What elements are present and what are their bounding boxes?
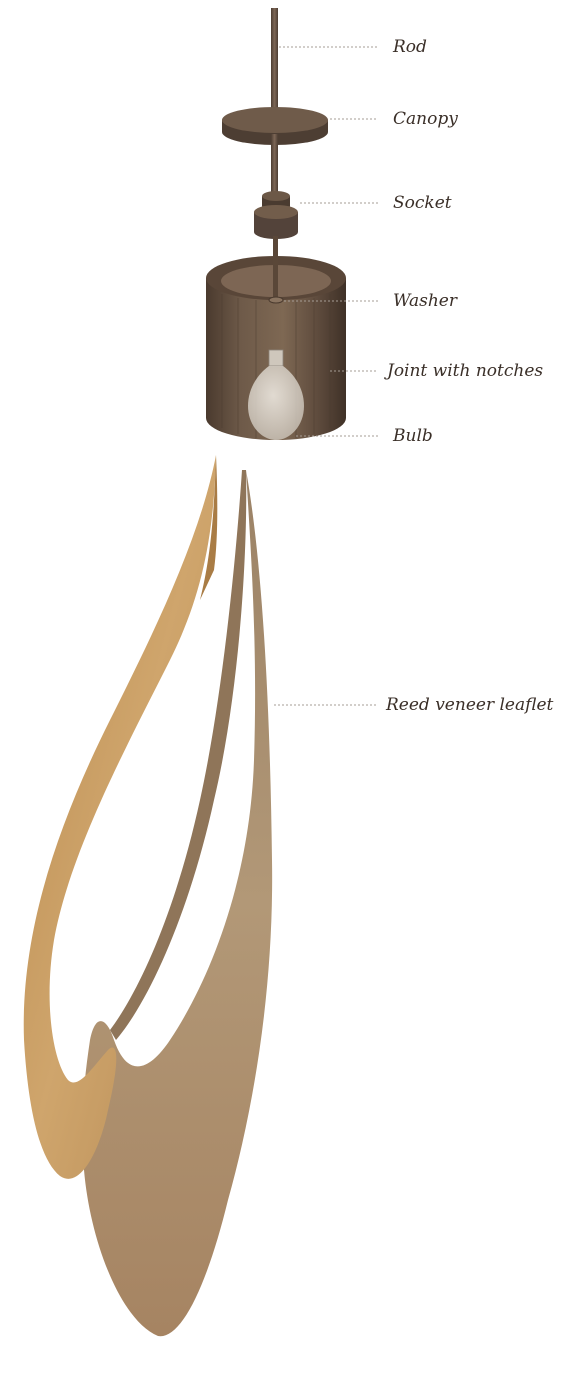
label-bulb: Bulb xyxy=(393,426,433,446)
label-joint-with-notches: Joint with notches xyxy=(387,361,543,381)
label-reed-veneer-leaflet: Reed veneer leaflet xyxy=(386,695,553,715)
label-canopy: Canopy xyxy=(393,109,458,129)
rod-lower xyxy=(271,134,278,194)
rod-part xyxy=(271,8,278,120)
washer-part xyxy=(269,297,283,303)
label-socket: Socket xyxy=(393,193,452,213)
socket-part xyxy=(254,191,298,239)
label-rod: Rod xyxy=(393,37,427,57)
label-washer: Washer xyxy=(393,291,457,311)
